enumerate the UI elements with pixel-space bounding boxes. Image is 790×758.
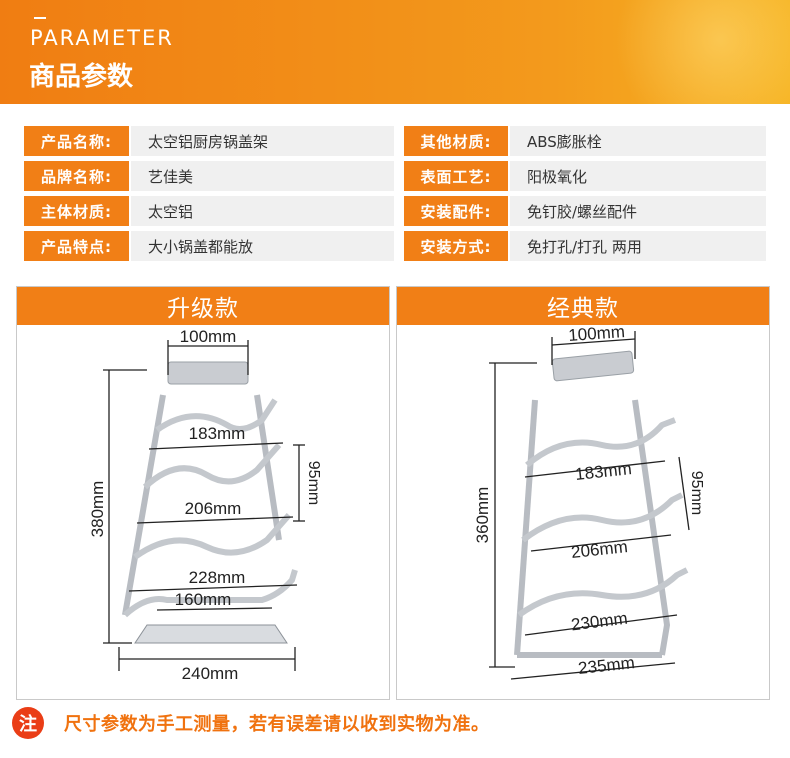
top-bracket <box>167 361 249 385</box>
rack-diagram-classic: 100mm 183mm 206mm 230mm 235mm 360mm 95mm <box>473 325 705 680</box>
spec-label: 产品特点: <box>24 231 129 261</box>
measurement-note: 注 尺寸参数为手工测量，若有误差请以收到实物为准。 <box>12 706 490 740</box>
header-glow <box>610 0 790 104</box>
rack-frame <box>122 394 298 618</box>
spec-label: 安装方式: <box>404 231 508 261</box>
spec-label: 表面工艺: <box>404 161 508 191</box>
dim-shelf3: 230mm <box>570 609 629 635</box>
rack-diagram-upgraded: 100mm 183mm 206mm 228mm 160mm 240mm 380m… <box>88 327 322 683</box>
dim-shelf2: 206mm <box>570 537 628 562</box>
spec-value: 太空铝厨房锅盖架 <box>131 126 394 156</box>
spec-label: 其他材质: <box>404 126 508 156</box>
header-banner: PARAMETER 商品参数 <box>0 0 790 104</box>
dim-gap: 95mm <box>305 461 322 505</box>
spec-value: 太空铝 <box>131 196 394 226</box>
dim-height: 380mm <box>88 481 107 538</box>
dim-shelf2: 206mm <box>185 499 242 518</box>
product-panel-classic: 经典款 100mm 183mm 206mm 230mm 235 <box>396 286 770 700</box>
spec-value: 阳极氧化 <box>510 161 766 191</box>
spec-label: 品牌名称: <box>24 161 129 191</box>
rack-frame <box>514 399 689 658</box>
spec-value: 艺佳美 <box>131 161 394 191</box>
spec-row: 主体材质: 太空铝 安装配件: 免钉胶/螺丝配件 <box>24 196 766 226</box>
dim-shelf1: 183mm <box>189 424 246 443</box>
top-bracket <box>551 350 635 382</box>
drip-tray <box>134 624 288 644</box>
header-accent-line <box>34 17 46 19</box>
spec-row: 品牌名称: 艺佳美 表面工艺: 阳极氧化 <box>24 161 766 191</box>
dim-shelf3: 228mm <box>189 568 246 587</box>
header-en-title: PARAMETER <box>30 26 174 50</box>
spec-table: 产品名称: 太空铝厨房锅盖架 其他材质: ABS膨胀栓 品牌名称: 艺佳美 表面… <box>24 126 766 266</box>
dim-tray: 160mm <box>175 590 232 609</box>
dim-top: 100mm <box>180 327 237 346</box>
spec-value: 免钉胶/螺丝配件 <box>510 196 766 226</box>
dim-base: 240mm <box>182 664 239 683</box>
panel-title: 升级款 <box>17 287 389 325</box>
dim-gap: 95mm <box>688 471 705 515</box>
dim-top: 100mm <box>568 325 626 345</box>
product-panel-upgraded: 升级款 <box>16 286 390 700</box>
panel-title: 经典款 <box>397 287 769 325</box>
spec-value: 大小锅盖都能放 <box>131 231 394 261</box>
spec-row: 产品名称: 太空铝厨房锅盖架 其他材质: ABS膨胀栓 <box>24 126 766 156</box>
spec-value: ABS膨胀栓 <box>510 126 766 156</box>
note-text: 尺寸参数为手工测量，若有误差请以收到实物为准。 <box>64 714 490 735</box>
header-cn-title: 商品参数 <box>29 62 134 92</box>
spec-value: 免打孔/打孔 两用 <box>510 231 766 261</box>
spec-row: 产品特点: 大小锅盖都能放 安装方式: 免打孔/打孔 两用 <box>24 231 766 261</box>
dim-height: 360mm <box>473 487 492 544</box>
spec-label: 产品名称: <box>24 126 129 156</box>
spec-label: 主体材质: <box>24 196 129 226</box>
dim-shelf1: 183mm <box>574 459 632 484</box>
note-badge: 注 <box>12 707 44 739</box>
spec-label: 安装配件: <box>404 196 508 226</box>
